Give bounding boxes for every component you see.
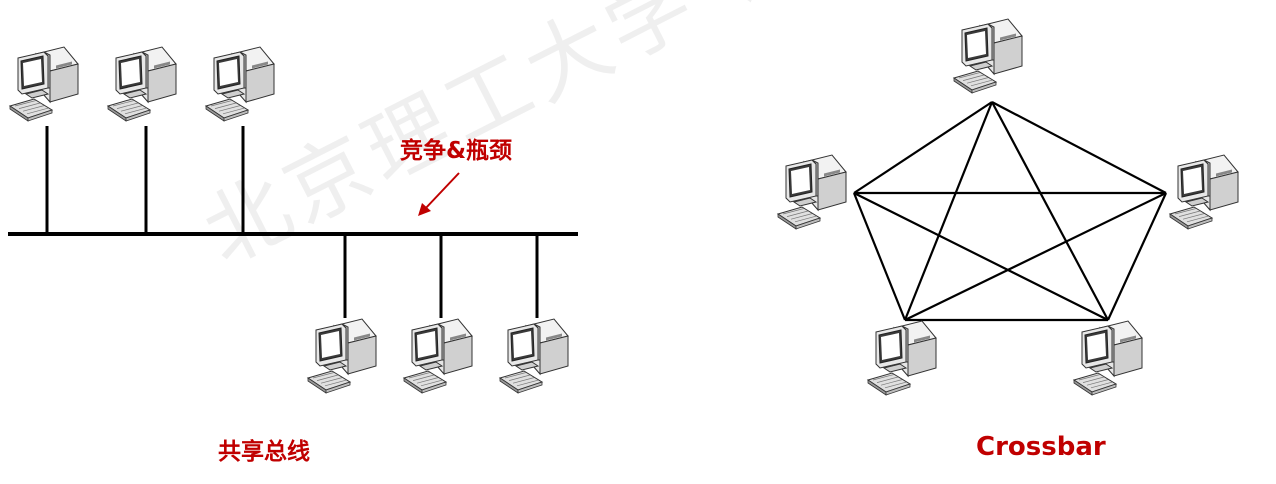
computer-icon [6, 44, 88, 128]
link-left-bottomleft [852, 192, 907, 321]
computer-icon [400, 316, 482, 400]
link-right-bottomright [1106, 192, 1168, 321]
link-top-bottomright [991, 101, 1109, 321]
shared-bus-wiring [8, 126, 578, 318]
computer-icon [104, 44, 186, 128]
computer-icon [202, 44, 284, 128]
computer-icon [774, 152, 856, 236]
computer-icon [496, 316, 578, 400]
computer-icon [1070, 318, 1152, 402]
link-top-bottomleft [903, 101, 994, 321]
crossbar-wiring [852, 101, 1168, 322]
computer-icon [1166, 152, 1248, 236]
link-top-left [853, 101, 993, 194]
computer-icon [950, 16, 1032, 100]
computer-icon [304, 316, 386, 400]
link-left-bottomright [853, 192, 1109, 321]
link-right-bottomleft [904, 192, 1167, 321]
contention-label: 竞争&瓶颈 [400, 138, 513, 164]
crossbar-label: Crossbar [976, 432, 1106, 462]
shared-bus-label: 共享总线 [218, 439, 310, 465]
computer-icon [864, 318, 946, 402]
link-top-right [991, 101, 1167, 194]
contention-arrow [418, 172, 460, 216]
